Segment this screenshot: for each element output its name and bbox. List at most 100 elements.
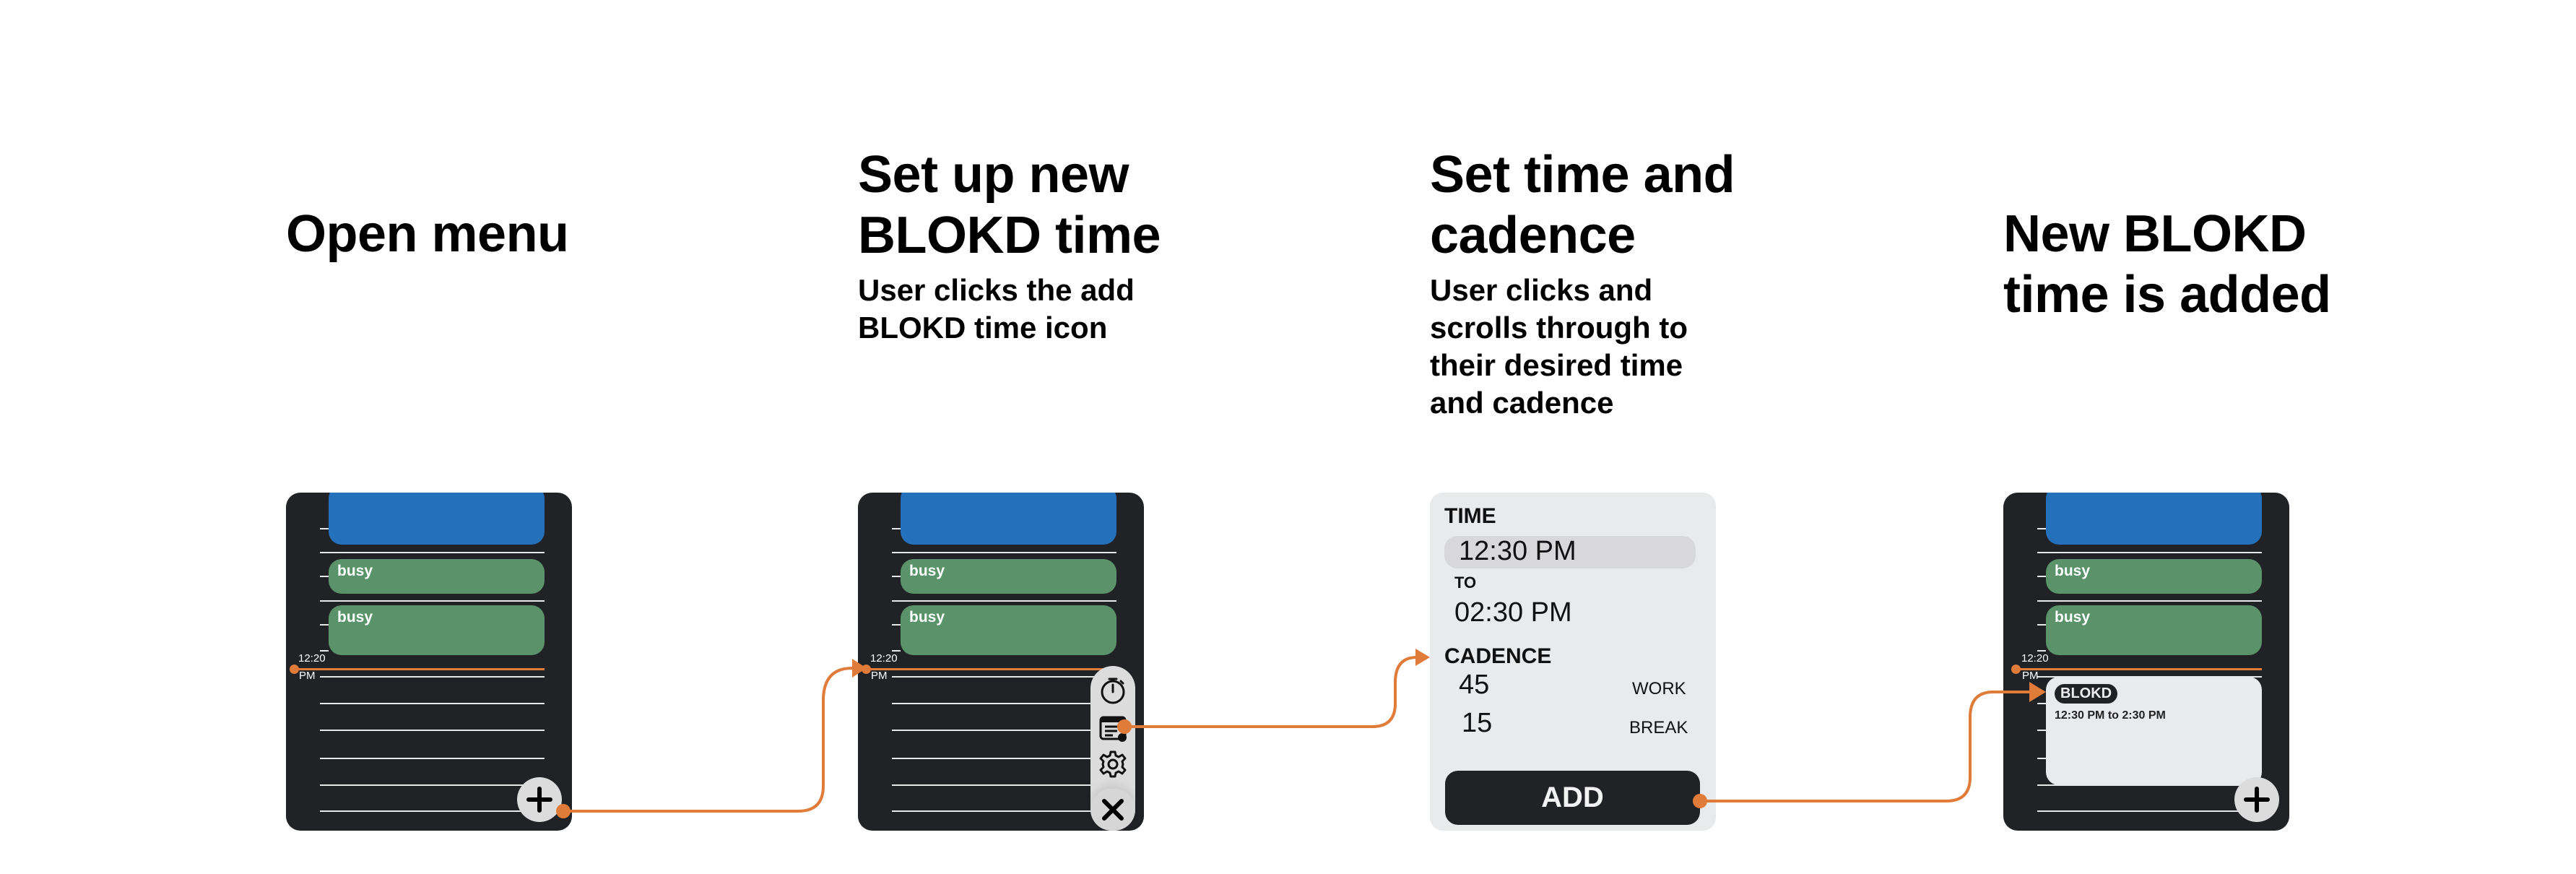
grid-tick — [2037, 576, 2046, 577]
grid-line — [2037, 810, 2262, 812]
grid-line — [892, 784, 1116, 786]
add-blokd-time-button[interactable] — [1098, 714, 1127, 743]
grid-tick — [892, 528, 901, 529]
current-time-period: PM — [299, 670, 316, 682]
grid-tick — [2037, 730, 2046, 731]
blokd-event-card[interactable]: BLOKD 12:30 PM to 2:30 PM — [2046, 677, 2262, 785]
time-cadence-form: TIME 12:30 PM TO 02:30 PM CADENCE 45 WOR… — [1430, 493, 1716, 831]
cadence-label: CADENCE — [1444, 644, 1552, 668]
timer-button[interactable] — [1098, 676, 1127, 705]
step-3-title: Set time and cadence — [1430, 146, 1735, 264]
grid-tick — [2037, 703, 2046, 704]
time-label: TIME — [1444, 504, 1496, 528]
connector-step3-to-step4 — [1700, 691, 2029, 802]
calendar-event-busy[interactable]: busy — [329, 605, 545, 655]
add-menu-button[interactable] — [517, 777, 562, 822]
grid-tick — [320, 528, 329, 529]
calendar-event-busy[interactable]: busy — [901, 559, 1116, 594]
plus-icon — [2244, 787, 2270, 813]
calendar-event-busy[interactable]: busy — [2046, 559, 2262, 594]
phone-screen-4: busy busy 12:20 PM BLOKD 12:30 PM to 2:3… — [2003, 493, 2289, 831]
work-minutes-value[interactable]: 45 — [1459, 670, 1490, 700]
grid-line — [320, 552, 545, 553]
grid-line — [320, 600, 545, 602]
grid-tick — [2037, 758, 2046, 759]
close-menu-button[interactable] — [1090, 789, 1135, 831]
current-time-dot — [862, 665, 871, 674]
grid-line — [892, 810, 1116, 812]
phone-screen-2: busy busy 12:20 PM — [858, 493, 1144, 831]
end-time-value[interactable]: 02:30 PM — [1454, 597, 1572, 628]
current-time-period: PM — [871, 670, 888, 682]
step-2-description: User clicks the add BLOKD time icon — [858, 273, 1135, 345]
plus-icon — [526, 787, 552, 813]
grid-line — [2037, 600, 2262, 602]
grid-line — [320, 730, 545, 731]
connector-step2-to-step3 — [1124, 656, 1418, 728]
to-label: TO — [1454, 574, 1477, 592]
add-menu-button[interactable] — [2234, 777, 2279, 822]
grid-line — [320, 784, 545, 786]
grid-tick — [2037, 624, 2046, 626]
grid-line — [892, 703, 1116, 704]
current-time-label: 12:20 — [2021, 652, 2049, 665]
action-menu — [1090, 666, 1135, 831]
grid-tick — [320, 650, 329, 652]
step-2-heading: Set up new BLOKD time User clicks the ad… — [858, 144, 1161, 347]
current-time-period: PM — [2022, 670, 2039, 682]
step-2-title: Set up new BLOKD time — [858, 146, 1161, 264]
blokd-time-range: 12:30 PM to 2:30 PM — [2055, 709, 2166, 722]
grid-line — [2037, 552, 2262, 553]
grid-line — [320, 758, 545, 759]
close-icon — [1102, 799, 1124, 821]
current-time-label: 12:20 — [870, 652, 898, 665]
step-3-heading: Set time and cadence User clicks and scr… — [1430, 144, 1735, 422]
calendar-event[interactable] — [329, 493, 545, 545]
grid-tick — [320, 576, 329, 577]
grid-line — [892, 676, 1116, 678]
grid-line — [320, 703, 545, 704]
step-3-description: User clicks and scrolls through to their… — [1430, 273, 1688, 420]
grid-tick — [892, 650, 901, 652]
calendar-event-busy[interactable]: busy — [2046, 605, 2262, 655]
work-label: WORK — [1632, 679, 1686, 698]
calendar-event[interactable] — [901, 493, 1116, 545]
current-time-dot — [290, 665, 299, 674]
step-1-title: Open menu — [286, 205, 569, 263]
start-time-value[interactable]: 12:30 PM — [1459, 536, 1577, 566]
arrowhead-icon — [1415, 649, 1430, 666]
grid-tick — [892, 576, 901, 577]
settings-button[interactable] — [1098, 750, 1127, 779]
settings-gear-icon — [1099, 750, 1127, 778]
add-button[interactable]: ADD — [1445, 771, 1700, 825]
add-blokd-time-icon — [1099, 716, 1127, 742]
grid-tick — [2037, 650, 2046, 652]
start-time-picker[interactable] — [1444, 536, 1696, 568]
current-time-dot — [2011, 665, 2021, 674]
calendar-event-busy[interactable]: busy — [901, 605, 1116, 655]
connector-step1-to-step2 — [563, 667, 853, 813]
grid-line — [892, 758, 1116, 759]
grid-line — [892, 730, 1116, 731]
grid-line — [320, 810, 545, 812]
calendar-event-busy[interactable]: busy — [329, 559, 545, 594]
grid-tick — [892, 624, 901, 626]
current-time-line — [2015, 668, 2262, 670]
break-minutes-value[interactable]: 15 — [1462, 708, 1493, 738]
grid-tick — [320, 624, 329, 626]
blokd-badge: BLOKD — [2055, 684, 2118, 704]
grid-tick — [2037, 528, 2046, 529]
break-label: BREAK — [1629, 718, 1688, 737]
step-4-heading: New BLOKD time is added — [2003, 204, 2331, 325]
grid-line — [2037, 784, 2262, 786]
grid-line — [892, 600, 1116, 602]
current-time-label: 12:20 — [298, 652, 326, 665]
step-4-title: New BLOKD time is added — [2003, 205, 2331, 324]
grid-line — [320, 676, 545, 678]
grid-line — [892, 552, 1116, 553]
calendar-event[interactable] — [2046, 493, 2262, 545]
current-time-line — [865, 668, 1116, 670]
phone-screen-1: busy busy 12:20 PM — [286, 493, 572, 831]
timer-icon — [1101, 678, 1125, 704]
step-1-heading: Open menu — [286, 204, 569, 264]
